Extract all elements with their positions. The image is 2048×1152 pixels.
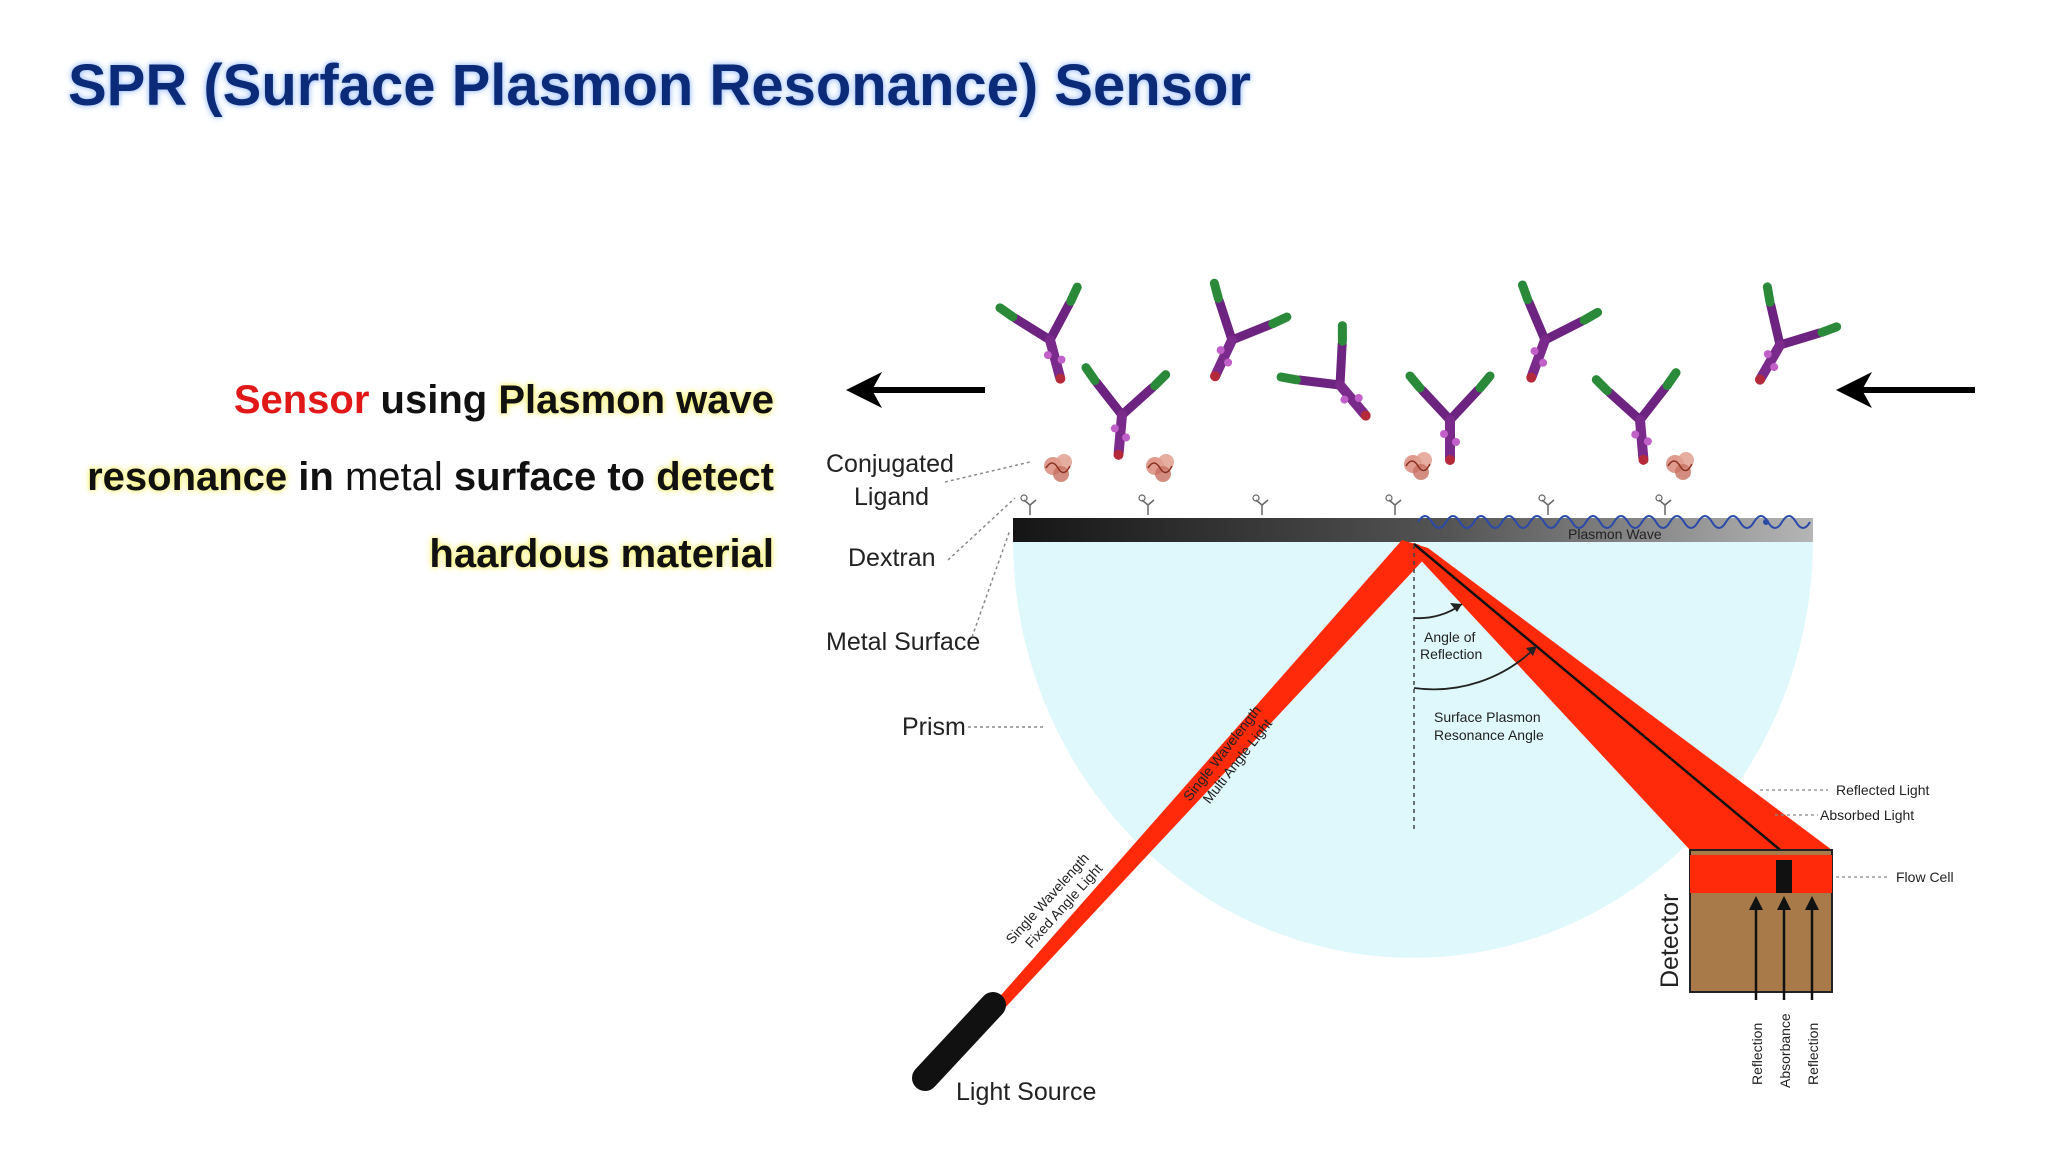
label-det-reflection-2: Reflection [1805, 1023, 1821, 1085]
label-spr-angle-2: Resonance Angle [1434, 727, 1544, 743]
prism-shape [1013, 540, 1813, 958]
angle-arc-spr [1413, 647, 1536, 691]
antibody-molecules [1000, 283, 1837, 468]
label-detector: Detector [1656, 894, 1684, 988]
label-light-source: Light Source [956, 1078, 1096, 1106]
left-arrow [846, 372, 985, 408]
right-arrow [1836, 372, 1975, 408]
ligand-molecules [1020, 451, 1695, 516]
label-spr-angle-1: Surface Plasmon [1434, 709, 1541, 725]
light-source [912, 992, 1006, 1091]
label-angle-reflection: Reflection [1420, 646, 1482, 662]
metal-surface-bar [1013, 518, 1813, 542]
absorbance-spot [1776, 860, 1792, 893]
plasmon-wave [1417, 515, 1811, 529]
label-det-reflection-1: Reflection [1749, 1023, 1765, 1085]
desc-word-in: in [287, 455, 345, 499]
desc-word-sensor: Sensor [233, 378, 370, 422]
label-absorbed-light: Absorbed Light [1820, 807, 1914, 823]
plasmon-wave-label: Plasmon Wave [1568, 526, 1662, 542]
flow-cell [1690, 855, 1832, 893]
desc-word-metal: metal [344, 455, 443, 499]
reflected-beam [1402, 540, 1832, 850]
label-flow-cell: Flow Cell [1896, 869, 1954, 885]
slide-title: SPR (Surface Plasmon Resonance) Sensor [68, 53, 1251, 118]
label-det-absorbance: Absorbance [1777, 1013, 1793, 1088]
absorbed-light-line [1413, 543, 1786, 855]
label-prism: Prism [902, 713, 966, 741]
label-angle-of: Angle of [1424, 629, 1475, 645]
detector-leaders [1760, 789, 1890, 878]
label-conjugated: Conjugated [826, 450, 954, 478]
incident-beam-thin [993, 543, 1420, 1008]
desc-word-using: using [369, 378, 499, 422]
desc-word-resonance: resonance [87, 455, 288, 499]
desc-word-surface-to: surface to [442, 455, 657, 499]
label-dextran: Dextran [848, 544, 936, 572]
desc-word-detect: detect [656, 455, 774, 499]
leader-lines [944, 461, 1045, 728]
label-reflected-light: Reflected Light [1836, 782, 1930, 798]
desc-word-hazardous-material: haardous material [429, 532, 774, 576]
description-text: Sensor using Plasmon wave resonance in m… [14, 362, 774, 593]
desc-word-plasmon-wave: Plasmon wave [498, 378, 774, 422]
detector-arrows [1754, 906, 1814, 1000]
label-metal-surface: Metal Surface [826, 628, 980, 656]
label-ligand: Ligand [854, 483, 929, 511]
